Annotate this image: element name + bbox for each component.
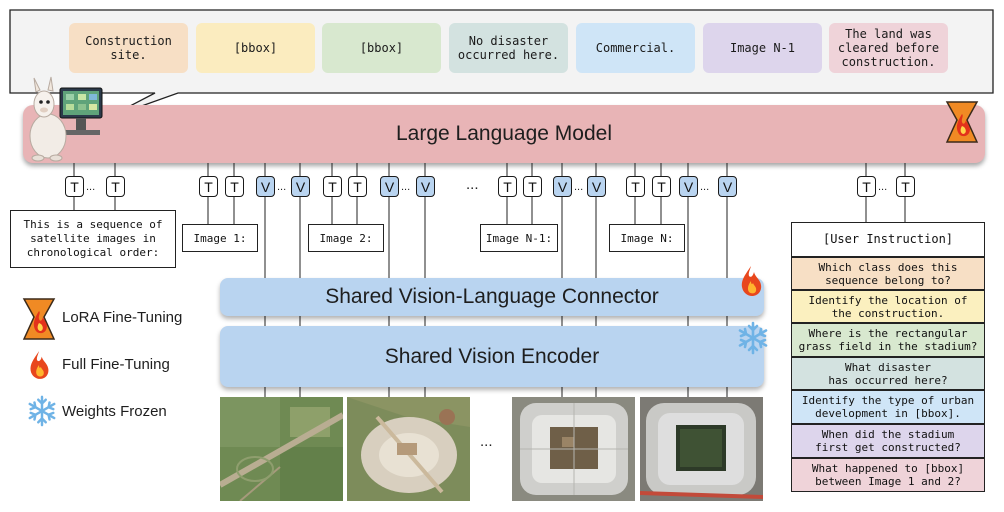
lora-icon (945, 101, 979, 143)
instruction-item: What disaster has occurred here? (791, 357, 985, 390)
user-instruction-header: [User Instruction] (791, 222, 985, 257)
output-token-7: The land was cleared before construction… (829, 23, 948, 73)
llm-label: Large Language Model (395, 122, 612, 145)
image-label-2: Image 2: (308, 224, 384, 252)
snowflake-icon (738, 321, 768, 355)
text-token: T (225, 176, 244, 197)
text-token: T (523, 176, 542, 197)
vision-language-connector-block: Shared Vision-Language Connector (220, 278, 764, 316)
token-ellipsis: ... (574, 181, 584, 193)
token-ellipsis: ... (878, 181, 888, 193)
legend-lora-label: LoRA Fine-Tuning (62, 309, 183, 326)
visual-token: V (416, 176, 435, 197)
image-label-n-1: Image N-1: (480, 224, 558, 252)
instruction-item: Identify the type of urban development i… (791, 390, 985, 424)
output-token-5: Commercial. (576, 23, 695, 73)
image-label-1: Image 1: (182, 224, 258, 252)
satellite-image-1 (220, 397, 343, 501)
vision-encoder-block: Shared Vision Encoder (220, 326, 764, 387)
visual-token: V (718, 176, 737, 197)
instruction-item: What happened to [bbox] between Image 1 … (791, 458, 985, 492)
legend-full-label: Full Fine-Tuning (62, 356, 170, 373)
text-token: T (65, 176, 84, 197)
text-token: T (199, 176, 218, 197)
text-token: T (857, 176, 876, 197)
system-prompt-box: This is a sequence of satellite images i… (10, 210, 176, 268)
visual-token: V (553, 176, 572, 197)
text-token: T (498, 176, 517, 197)
output-token-4: No disaster occurred here. (449, 23, 568, 73)
fire-icon (741, 266, 762, 296)
token-ellipsis: ... (700, 181, 710, 193)
text-token: T (348, 176, 367, 197)
instruction-item: When did the stadium first get construct… (791, 424, 985, 458)
token-ellipsis: ... (86, 181, 96, 193)
text-token: T (896, 176, 915, 197)
snowflake-icon (28, 395, 56, 427)
text-token: T (652, 176, 671, 197)
output-token-6: Image N-1 (703, 23, 822, 73)
encoder-label: Shared Vision Encoder (384, 344, 600, 368)
satellite-image-n-1 (512, 397, 635, 501)
large-language-model-block: Large Language Model (23, 105, 985, 163)
output-token-1: Construction site. (69, 23, 188, 73)
text-token: T (323, 176, 342, 197)
visual-token: V (380, 176, 399, 197)
instruction-item: Where is the rectangular grass field in … (791, 323, 985, 357)
visual-token: V (256, 176, 275, 197)
visual-token: V (679, 176, 698, 197)
legend-frozen-label: Weights Frozen (62, 403, 167, 420)
sequence-ellipsis: ... (466, 176, 479, 193)
image-label-n: Image N: (609, 224, 685, 252)
connector-label: Shared Vision-Language Connector (325, 285, 659, 308)
image-sequence-ellipsis: ... (480, 433, 493, 450)
visual-token: V (587, 176, 606, 197)
lora-icon (22, 298, 56, 340)
output-token-2: [bbox] (196, 23, 315, 73)
token-ellipsis: ... (277, 181, 287, 193)
fire-icon (30, 351, 49, 379)
instruction-item: Identify the location of the constructio… (791, 290, 985, 323)
token-ellipsis: ... (401, 181, 411, 193)
text-token: T (626, 176, 645, 197)
llama-mascot-icon (29, 76, 103, 162)
satellite-image-n (640, 397, 763, 501)
text-token: T (106, 176, 125, 197)
output-token-3: [bbox] (322, 23, 441, 73)
instruction-item: Which class does this sequence belong to… (791, 257, 985, 290)
visual-token: V (291, 176, 310, 197)
satellite-image-2 (347, 397, 470, 501)
